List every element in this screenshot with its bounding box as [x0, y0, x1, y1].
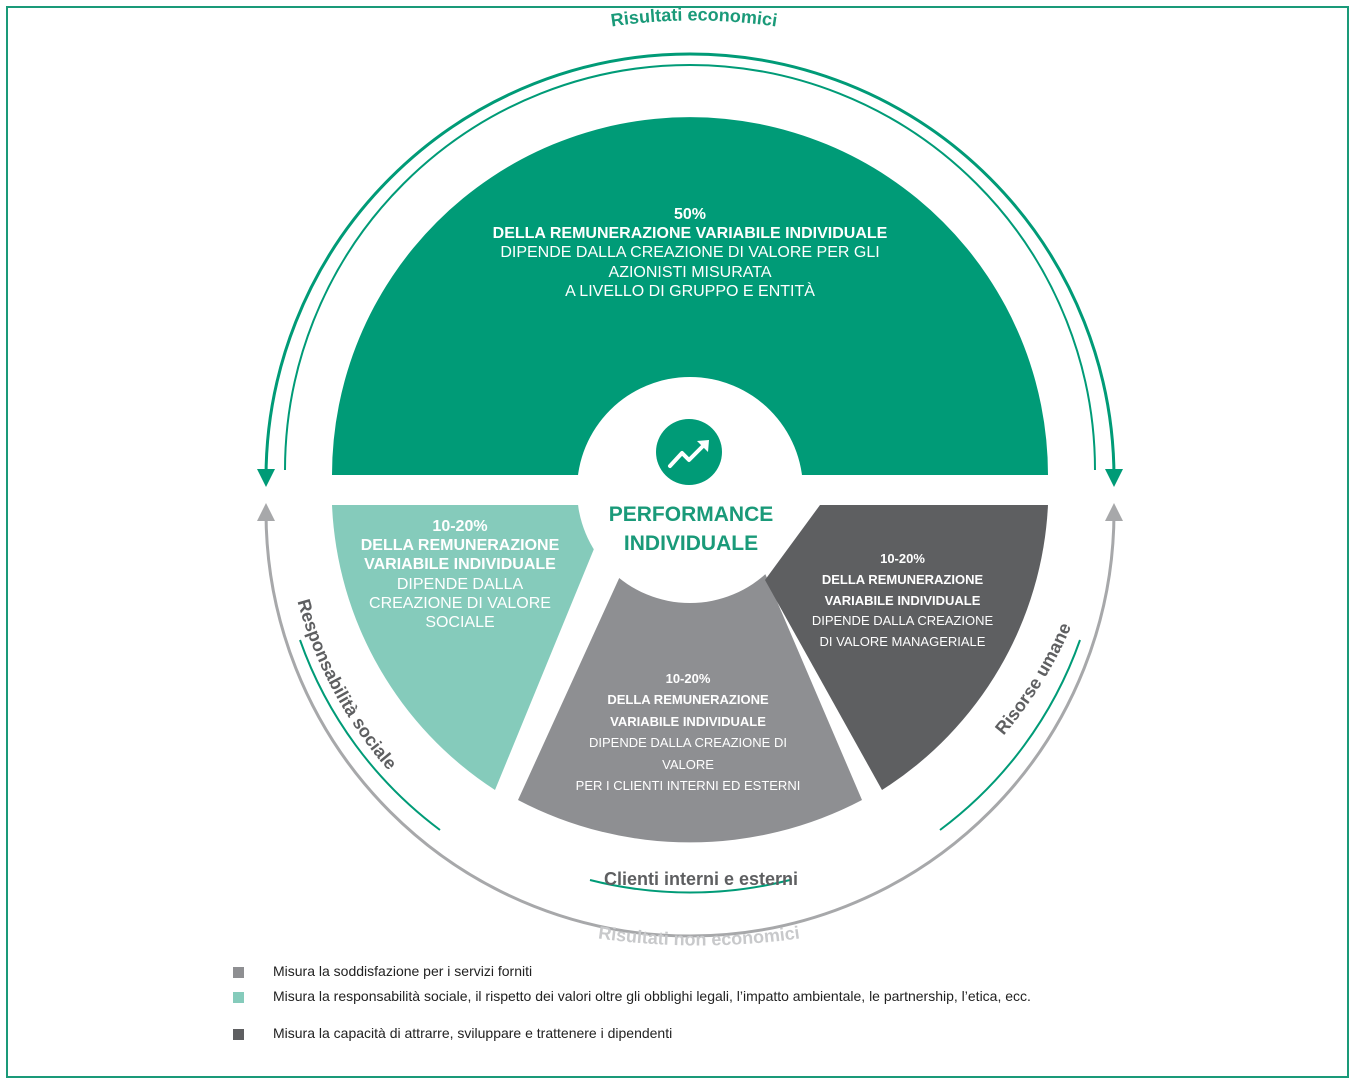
- legend-text: Misura la responsabilità sociale, il ris…: [273, 988, 1031, 1004]
- economic-inner-arc: [284, 64, 1096, 471]
- legend-swatch: [233, 967, 244, 978]
- inner-arc-left: [299, 639, 441, 831]
- legend-item: Misura la responsabilità sociale, il ris…: [233, 987, 1103, 1006]
- social-bold1: DELLA REMUNERAZIONE: [360, 537, 560, 555]
- center-label-2: INDIVIDUALE: [624, 532, 758, 555]
- economic-line3: A LIVELLO DI GRUPPO E ENTITÀ: [565, 282, 815, 300]
- segment-hr: [765, 505, 1048, 790]
- economic-arc: [257, 52, 1123, 487]
- clients-line2: VALORE: [662, 756, 714, 772]
- legend-swatch: [233, 992, 244, 1003]
- legend-swatch: [233, 1029, 244, 1040]
- segment-economic-text: 50% DELLA REMUNERAZIONE VARIABILE INDIVI…: [470, 205, 910, 301]
- clients-line3: PER I CLIENTI INTERNI ED ESTERNI: [575, 778, 801, 794]
- segment-economic: [332, 117, 1048, 475]
- segment-social-text: 10-20% DELLA REMUNERAZIONE VARIABILE IND…: [350, 517, 570, 632]
- social-percent: 10-20%: [432, 518, 488, 535]
- arc-label-bottom-inner: Clienti interni e esterni: [604, 869, 798, 889]
- segment-clients: [518, 550, 862, 843]
- hr-line1: DIPENDE DALLA CREAZIONE: [811, 613, 994, 629]
- social-line3: SOCIALE: [425, 613, 495, 631]
- center-circle: [577, 377, 803, 603]
- social-bold2: VARIABILE INDIVIDUALE: [364, 556, 556, 574]
- clients-bold2: VARIABILE INDIVIDUALE: [610, 713, 766, 729]
- social-line2: CREAZIONE DI VALORE: [369, 594, 551, 612]
- diagram-frame: [6, 6, 1349, 1078]
- clients-line1: DIPENDE DALLA CREAZIONE DI: [589, 735, 787, 751]
- economic-line1: DIPENDE DALLA CREAZIONE DI VALORE PER GL…: [500, 244, 880, 262]
- legend-text: Misura la capacità di attrarre, sviluppa…: [273, 1025, 673, 1041]
- legend: Misura la soddisfazione per i servizi fo…: [233, 962, 1133, 1043]
- hr-line2: DI VALORE MANAGERIALE: [819, 634, 986, 650]
- segment-hr-text: 10-20% DELLA REMUNERAZIONE VARIABILE IND…: [790, 549, 1015, 653]
- hr-bold2: VARIABILE INDIVIDUALE: [824, 592, 981, 608]
- hr-percent: 10-20%: [880, 551, 925, 566]
- center-label-1: PERFORMANCE: [609, 503, 774, 526]
- social-line1: DIPENDE DALLA: [396, 575, 524, 593]
- trend-up-icon: [656, 419, 722, 485]
- inner-arc-bottom: [589, 879, 791, 894]
- clients-bold1: DELLA REMUNERAZIONE: [607, 692, 769, 708]
- economic-line2: AZIONISTI MISURATA: [608, 263, 772, 281]
- economic-percent: 50%: [673, 206, 707, 223]
- non-economic-arc: [257, 503, 1123, 938]
- legend-item: Misura la soddisfazione per i servizi fo…: [233, 962, 1133, 981]
- segment-clients-text: 10-20% DELLA REMUNERAZIONE VARIABILE IND…: [560, 668, 816, 797]
- legend-item: Misura la capacità di attrarre, sviluppa…: [233, 1024, 1133, 1043]
- clients-percent: 10-20%: [665, 671, 711, 686]
- arc-label-top: Risultati economici: [610, 4, 779, 30]
- inner-arc-right: [939, 639, 1081, 831]
- economic-bold: DELLA REMUNERAZIONE VARIABILE INDIVIDUAL…: [492, 225, 888, 243]
- arc-label-bottom: Risultati non economici: [597, 922, 801, 949]
- segment-social: [332, 505, 612, 790]
- legend-text: Misura la soddisfazione per i servizi fo…: [273, 963, 533, 979]
- hr-bold1: DELLA REMUNERAZIONE: [821, 571, 984, 587]
